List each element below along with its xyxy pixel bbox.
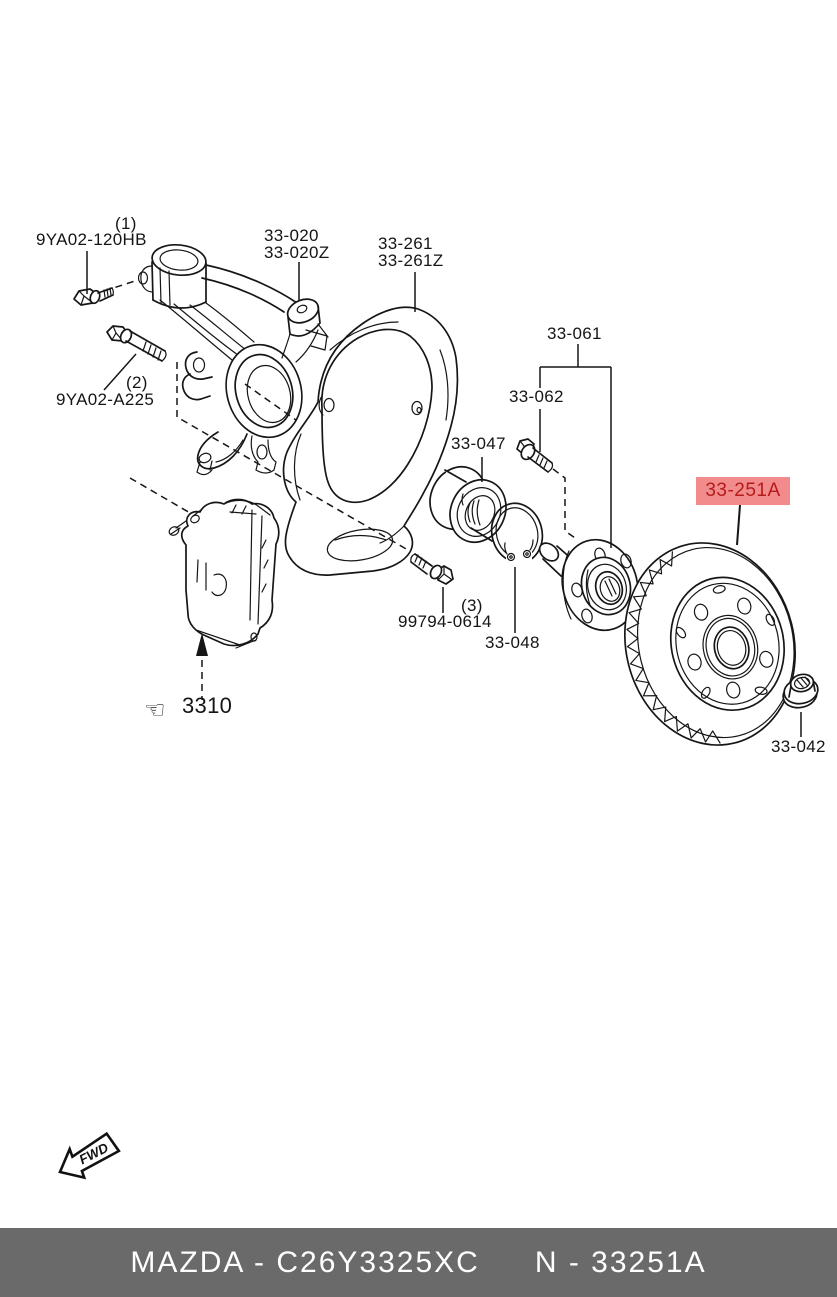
part-label-33-251a-highlight[interactable]: 33-251A: [696, 477, 790, 505]
part-label-9ya02-a225[interactable]: 9YA02-A225: [56, 390, 155, 409]
fwd-direction-arrow: FWD: [58, 1131, 121, 1180]
part-label-33-061[interactable]: 33-061: [547, 324, 602, 343]
steering-knuckle-drawing: [137, 243, 329, 476]
part-label-9ya02-120hb[interactable]: 9YA02-120HB: [36, 230, 147, 249]
footer-catalog-code: MAZDA - C26Y3325XC: [130, 1245, 480, 1279]
footer-bar: MAZDA - C26Y3325XC N - 33251A: [0, 1228, 837, 1297]
assembly-dashed-lines: [103, 279, 579, 551]
part-label-33-062[interactable]: 33-062: [509, 387, 564, 406]
brake-rotor-drawing: [623, 542, 797, 746]
part-label-33-020z[interactable]: 33-020Z: [264, 243, 330, 262]
part-label-33-020[interactable]: 33-020: [264, 226, 319, 245]
part-label-99794-0614[interactable]: 99794-0614: [398, 612, 492, 631]
part-label-33-261[interactable]: 33-261: [378, 234, 433, 253]
part-label-33-047[interactable]: 33-047: [451, 434, 506, 453]
snap-ring-drawing: [490, 502, 544, 567]
qty-label-2: (2): [126, 373, 148, 392]
caliper-pointer-arrow: [196, 633, 208, 700]
bolt-9ya02-120hb-drawing: [73, 287, 114, 306]
hand-icon: ☜: [144, 696, 166, 724]
dust-shield-drawing: [282, 306, 459, 576]
leader-lines: [86, 251, 802, 737]
part-label-33-042[interactable]: 33-042: [771, 737, 826, 756]
ref-label-3310[interactable]: 3310: [182, 693, 233, 718]
part-label-33-048[interactable]: 33-048: [485, 633, 540, 652]
wheel-hub-drawing: [538, 538, 639, 632]
qty-label-3: (3): [461, 596, 483, 615]
qty-label-1: (1): [115, 214, 137, 233]
bolt-33-062-drawing: [516, 438, 554, 473]
selected-part-number: 33-251A: [705, 480, 781, 501]
hub-nut-drawing: [782, 673, 819, 709]
bolt-99794-0614-drawing: [410, 553, 454, 585]
brake-caliper-drawing: [168, 498, 280, 649]
part-label-33-261z[interactable]: 33-261Z: [378, 251, 444, 270]
footer-part-ref: N - 33251A: [534, 1245, 707, 1279]
bolt-9ya02-a225-drawing: [106, 325, 167, 362]
